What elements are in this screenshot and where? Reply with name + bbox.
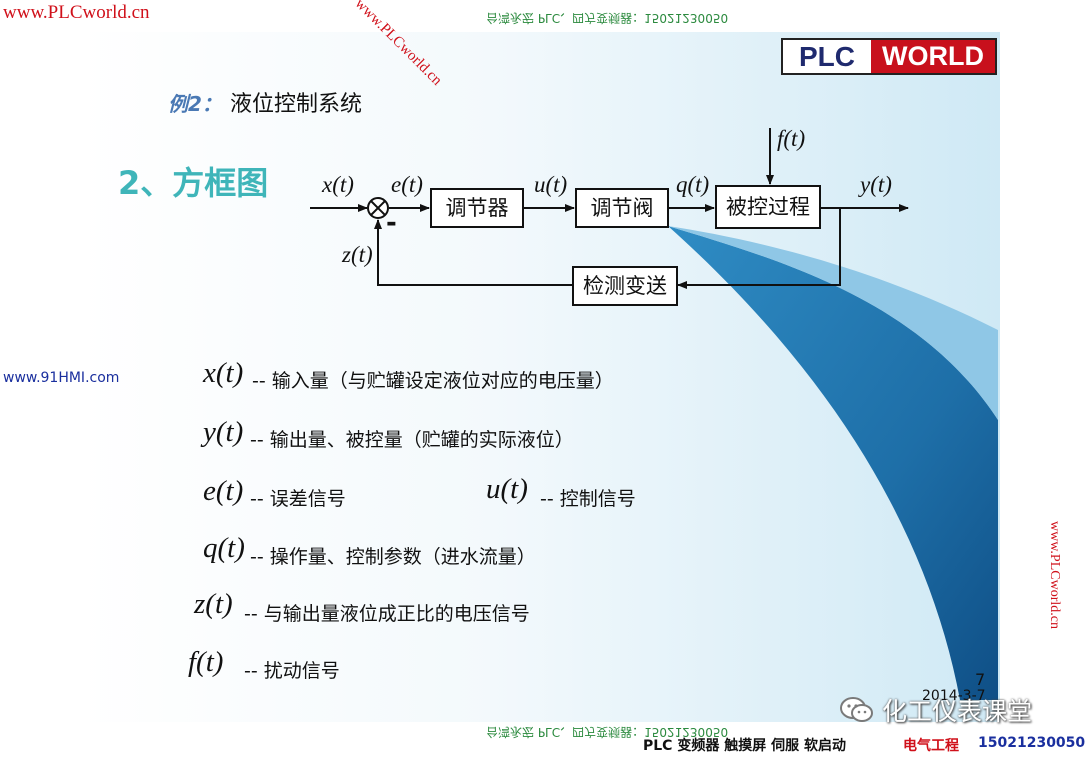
wechat-icon: [840, 697, 873, 722]
plcworld-logo: PLC WORLD: [781, 38, 997, 75]
logo-plc-text: PLC: [799, 41, 855, 72]
minus-sign: -: [386, 208, 397, 238]
signal-q: q(t): [676, 172, 710, 197]
def-u-symbol: u(t): [486, 473, 528, 505]
def-z-symbol: z(t): [194, 588, 233, 620]
def-x-text: -- 输入量（与贮罐设定液位对应的电压量）: [252, 370, 614, 392]
def-f-symbol: f(t): [188, 646, 224, 678]
def-e-symbol: e(t): [203, 475, 244, 507]
footer-products: PLC 变频器 触摸屏 伺服 软启动: [643, 738, 846, 754]
process-block: 被控过程: [715, 185, 821, 229]
sensor-block: 检测变送: [572, 266, 678, 306]
wechat-badge: 化工仪表课堂: [840, 688, 1032, 732]
footer-phone: 15021230050: [978, 735, 1085, 751]
def-x-symbol: x(t): [203, 357, 244, 389]
def-f-text: -- 扰动信号: [244, 660, 340, 682]
watermark-top-left: www.PLCworld.cn: [3, 2, 150, 23]
def-e-text: -- 误差信号: [250, 488, 346, 510]
def-q-text: -- 操作量、控制参数（进水流量）: [250, 546, 536, 568]
def-z-text: -- 与输出量液位成正比的电压信号: [244, 603, 530, 625]
signal-z: z(t): [342, 242, 373, 267]
example-label: 例2：: [168, 92, 222, 116]
def-u-text: -- 控制信号: [540, 488, 636, 510]
def-y-symbol: y(t): [203, 416, 244, 448]
watermark-left-side: www.91HMI.com: [3, 370, 120, 386]
def-y-text: -- 输出量、被控量（贮罐的实际液位）: [250, 429, 574, 451]
controller-block: 调节器: [430, 188, 524, 228]
logo-world-text: WORLD: [871, 40, 995, 73]
valve-block: 调节阀: [575, 188, 669, 228]
date-fragment: 2014-3-7: [922, 688, 986, 704]
signal-e: e(t): [391, 172, 423, 197]
signal-f: f(t): [777, 126, 806, 151]
summing-junction: [367, 197, 389, 219]
section-title: 2、方框图: [118, 164, 269, 202]
signal-y: y(t): [860, 172, 892, 197]
page-number: 7: [975, 670, 986, 689]
signal-x: x(t): [322, 172, 354, 197]
def-q-symbol: q(t): [203, 532, 245, 564]
example-title: 液位控制系统: [230, 92, 363, 117]
footer-highlight: 电气工程: [903, 738, 959, 754]
signal-u: u(t): [534, 172, 568, 197]
wechat-label: 化工仪表课堂: [882, 697, 1033, 726]
